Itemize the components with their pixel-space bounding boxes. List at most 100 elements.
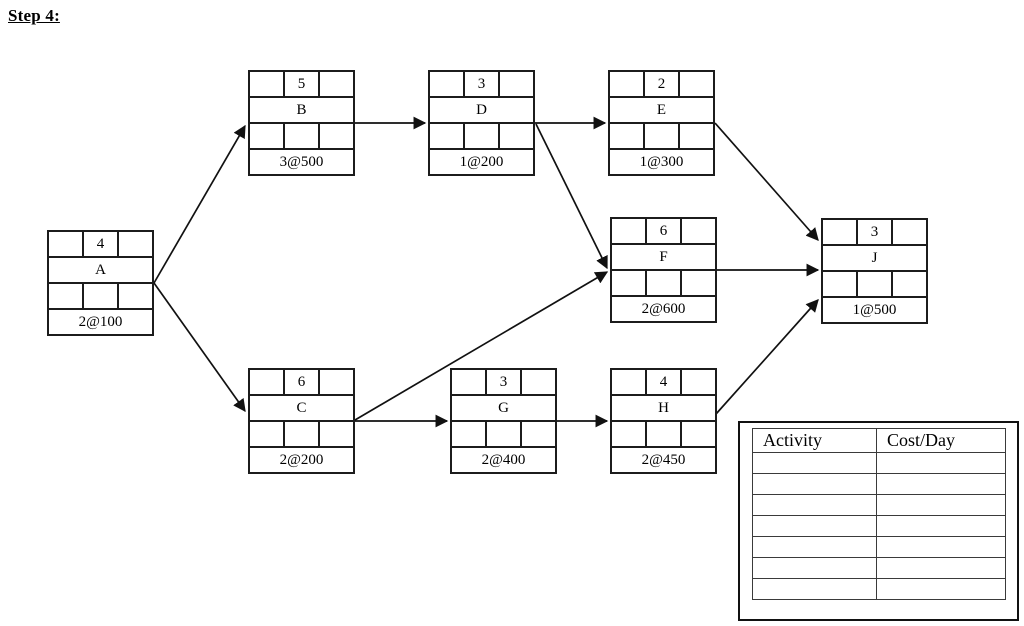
activity-cell (752, 494, 877, 516)
duration-value: 6 (647, 219, 680, 243)
blank-cell (320, 370, 353, 394)
blank-cell (682, 422, 715, 446)
activity-label: C (250, 396, 353, 420)
cost-table-frame: Activity Cost/Day (738, 421, 1019, 621)
duration-value: 3 (858, 220, 891, 244)
arrow-D-to-F (535, 123, 608, 270)
blank-cell (823, 272, 856, 296)
cost-rate-label: 3@500 (250, 150, 353, 174)
blank-cell (610, 124, 643, 148)
cost-rate-label: 2@200 (250, 448, 353, 472)
duration-value: 3 (487, 370, 520, 394)
blank-cell (645, 124, 678, 148)
blank-cell (612, 422, 645, 446)
blank-cell (500, 72, 533, 96)
cost-per-day-column-header: Cost/Day (876, 428, 1006, 453)
cost-rate-label: 1@500 (823, 298, 926, 322)
page-title: Step 4: (8, 6, 60, 25)
blank-cell (84, 284, 117, 308)
blank-cell (612, 219, 645, 243)
blank-cell (250, 370, 283, 394)
activity-label: J (823, 246, 926, 270)
blank-cell (285, 422, 318, 446)
blank-cell (320, 124, 353, 148)
cost-table-row (752, 536, 1006, 558)
blank-cell (250, 124, 283, 148)
blank-cell (893, 272, 926, 296)
duration-value: 2 (645, 72, 678, 96)
activity-label: E (610, 98, 713, 122)
arrow-H-to-J (715, 299, 819, 415)
blank-cell (452, 422, 485, 446)
cost-rate-label: 2@100 (49, 310, 152, 334)
arrow-A-to-B (153, 124, 246, 284)
cost-per-day-cell (876, 473, 1006, 495)
blank-cell (487, 422, 520, 446)
duration-value: 6 (285, 370, 318, 394)
activity-column-header: Activity (752, 428, 877, 453)
blank-cell (682, 219, 715, 243)
blank-cell (858, 272, 891, 296)
activity-cell (752, 557, 877, 579)
blank-cell (430, 72, 463, 96)
activity-label: H (612, 396, 715, 420)
cost-rate-label: 2@600 (612, 297, 715, 321)
cost-rate-label: 1@300 (610, 150, 713, 174)
blank-cell (430, 124, 463, 148)
blank-cell (500, 124, 533, 148)
blank-cell (522, 422, 555, 446)
blank-cell (823, 220, 856, 244)
cost-rate-label: 2@450 (612, 448, 715, 472)
blank-cell (682, 370, 715, 394)
blank-cell (647, 271, 680, 295)
blank-cell (893, 220, 926, 244)
activity-label: G (452, 396, 555, 420)
blank-cell (119, 284, 152, 308)
duration-value: 5 (285, 72, 318, 96)
duration-value: 4 (84, 232, 117, 256)
cost-rate-label: 2@400 (452, 448, 555, 472)
blank-cell (682, 271, 715, 295)
cost-per-day-cell (876, 557, 1006, 579)
blank-cell (49, 284, 82, 308)
activity-label: F (612, 245, 715, 269)
activity-cell (752, 452, 877, 474)
cost-rate-label: 1@200 (430, 150, 533, 174)
blank-cell (680, 72, 713, 96)
blank-cell (465, 124, 498, 148)
duration-value: 3 (465, 72, 498, 96)
activity-label: A (49, 258, 152, 282)
cost-table-row (752, 557, 1006, 579)
blank-cell (49, 232, 82, 256)
cost-table-row (752, 473, 1006, 495)
arrow-A-to-C (153, 282, 246, 413)
activity-label: D (430, 98, 533, 122)
cost-per-day-cell (876, 494, 1006, 516)
arrow-E-to-J (714, 122, 819, 241)
blank-cell (610, 72, 643, 96)
blank-cell (522, 370, 555, 394)
activity-cell (752, 578, 877, 600)
cost-table-row (752, 494, 1006, 516)
cost-per-day-cell (876, 515, 1006, 537)
blank-cell (320, 72, 353, 96)
cost-per-day-cell (876, 452, 1006, 474)
blank-cell (452, 370, 485, 394)
activity-cell (752, 536, 877, 558)
cost-table: Activity Cost/Day (752, 428, 1006, 600)
cost-table-row (752, 515, 1006, 537)
blank-cell (285, 124, 318, 148)
blank-cell (320, 422, 353, 446)
cost-table-row (752, 578, 1006, 600)
blank-cell (119, 232, 152, 256)
blank-cell (250, 422, 283, 446)
